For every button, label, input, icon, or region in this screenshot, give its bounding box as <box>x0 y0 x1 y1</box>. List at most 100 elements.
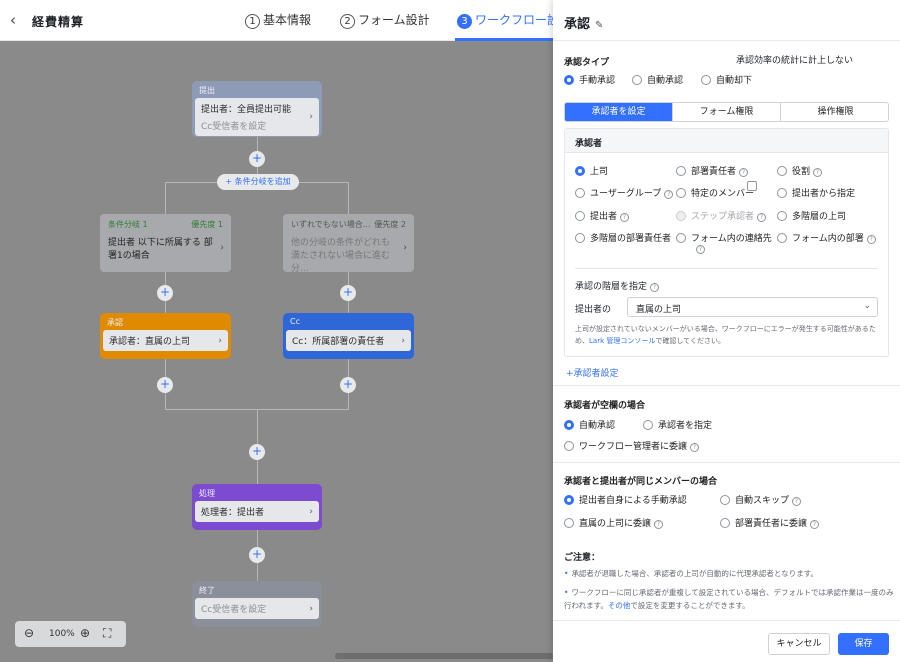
same-member-label: 承認者と提出者が同じメンバーの場合 <box>564 477 718 487</box>
tab-approver-settings[interactable]: 承認者を設定 <box>565 103 673 121</box>
chevron-right-icon: › <box>309 112 313 122</box>
radio-multi-level-manager[interactable]: 多階層の上司 <box>777 209 846 222</box>
condition-branch-2[interactable]: いずれでもない場合...優先度 2 他の分岐の条件がどれも満たされない場合に進む… <box>283 214 414 274</box>
help-icon: ? <box>866 235 876 244</box>
connector <box>348 359 349 409</box>
chevron-right-icon: › <box>309 506 313 517</box>
add-node-button[interactable]: + <box>249 151 265 167</box>
radio-submitter-specified[interactable]: 提出者から指定 <box>777 186 855 199</box>
add-node-button[interactable]: + <box>157 285 173 301</box>
process-node[interactable]: 処理 処理者：提出者› <box>192 484 322 530</box>
connector <box>257 409 258 485</box>
back-arrow-icon[interactable]: ‹ <box>10 11 16 29</box>
connector <box>165 409 349 410</box>
end-node[interactable]: 終了 Cc受信者を設定› <box>192 581 322 627</box>
help-icon: ? <box>810 520 820 529</box>
connector <box>257 530 258 582</box>
tab-form-permissions[interactable]: フォーム権限 <box>673 103 781 121</box>
approver-box: 承認者 上司 部署責任者? 役割? ユーザーグループ? 特定のメンバー 提出者か… <box>564 128 889 357</box>
notice-item: ワークフローに同じ承認者が重複して設定されている場合、デフォルトでは承認作業は一… <box>564 586 894 612</box>
zoom-controls: ⊖ 100% ⊕ ⛶ <box>15 621 126 647</box>
add-node-button[interactable]: + <box>249 444 265 460</box>
radio-role[interactable]: 役割? <box>777 164 823 177</box>
radio-empty-delegate-admin[interactable]: ワークフロー管理者に委譲? <box>564 439 700 452</box>
radio-same-manual[interactable]: 提出者自身による手動承認 <box>564 493 687 506</box>
connector <box>348 272 349 314</box>
add-node-button[interactable]: + <box>249 547 265 563</box>
approver-label: 承認者 <box>565 129 888 153</box>
add-node-button[interactable]: + <box>157 377 173 393</box>
add-condition-button[interactable]: + 条件分岐を追加 <box>217 174 299 190</box>
approval-node[interactable]: 承認 承認者：直属の上司› <box>100 313 231 359</box>
radio-same-delegate-manager[interactable]: 直属の上司に委譲? <box>564 516 664 529</box>
save-button[interactable]: 保存 <box>838 633 889 655</box>
help-icon: ? <box>792 497 802 506</box>
radio-specific-member[interactable]: 特定のメンバー <box>676 186 754 199</box>
app-title: 経費精算 <box>32 15 85 29</box>
help-icon: ? <box>690 443 700 452</box>
divider <box>575 268 878 269</box>
zoom-level: 100% <box>49 629 75 639</box>
cancel-button[interactable]: キャンセル <box>768 633 830 655</box>
zoom-out-icon[interactable]: ⊖ <box>24 626 35 640</box>
radio-empty-specify-approver[interactable]: 承認者を指定 <box>643 418 712 431</box>
approval-settings-panel: 承認✎ 承認タイプ 承認効率の統計に計上しない 手動承認 自動承認 自動却下 承… <box>553 0 900 662</box>
add-approver-link[interactable]: +承認者設定 <box>566 369 619 379</box>
add-node-button[interactable]: + <box>340 285 356 301</box>
help-icon: ? <box>813 168 823 177</box>
connector <box>165 182 349 183</box>
chevron-right-icon: › <box>403 243 407 253</box>
radio-manual-approval[interactable]: 手動承認 <box>564 73 615 86</box>
radio-same-delegate-dept-head[interactable]: 部署責任者に委譲? <box>720 516 820 529</box>
level-prefix: 提出者の <box>575 305 612 315</box>
add-node-button[interactable]: + <box>340 377 356 393</box>
radio-auto-reject[interactable]: 自動却下 <box>701 73 752 86</box>
radio-user-group[interactable]: ユーザーグループ? <box>575 186 674 199</box>
stat-exclude-checkbox[interactable]: 承認効率の統計に計上しない <box>736 53 853 191</box>
radio-submitter[interactable]: 提出者? <box>575 209 630 222</box>
node-header: 提出 <box>199 86 215 95</box>
fit-screen-icon[interactable]: ⛶ <box>103 626 112 640</box>
admin-console-link[interactable]: Lark 管理コンソール <box>589 337 656 345</box>
notice-item: 承認者が退職した場合、承認者の上司が自動的に代理承認者となります。 <box>564 567 894 580</box>
tab-operation-permissions[interactable]: 操作権限 <box>817 107 854 117</box>
level-label: 承認の階層を指定? <box>575 279 660 292</box>
other-settings-link[interactable]: その他 <box>607 601 631 610</box>
cc-node[interactable]: Cc Cc：所属部署の責任者› <box>283 313 414 359</box>
connector <box>348 182 349 214</box>
radio-multi-level-dept-head[interactable]: 多階層の部署責任者 <box>575 231 671 244</box>
notice-title: ご注意： <box>564 553 601 563</box>
radio-empty-auto-approve[interactable]: 自動承認 <box>564 418 615 431</box>
radio-manager[interactable]: 上司 <box>575 164 608 177</box>
connector <box>257 125 258 180</box>
help-icon: ? <box>757 213 767 222</box>
chevron-right-icon: › <box>309 603 313 614</box>
help-icon: ? <box>696 245 705 254</box>
chevron-right-icon: › <box>218 335 222 346</box>
edit-pencil-icon[interactable]: ✎ <box>595 20 604 31</box>
help-icon: ? <box>620 213 630 222</box>
radio-form-department[interactable]: フォーム内の部署? <box>777 231 876 244</box>
radio-department-head[interactable]: 部署責任者? <box>676 164 749 177</box>
chevron-right-icon: › <box>401 335 405 346</box>
radio-same-auto-skip[interactable]: 自動スキップ? <box>720 493 802 506</box>
level-select[interactable]: 直属の上司⌄ <box>627 297 878 317</box>
radio-form-contact[interactable]: フォーム内の連絡先 <box>676 231 772 244</box>
help-icon: ? <box>654 520 664 529</box>
help-icon: ? <box>664 190 674 199</box>
radio-auto-approval[interactable]: 自動承認 <box>632 73 683 86</box>
connector <box>165 272 166 314</box>
empty-approver-label: 承認者が空欄の場合 <box>564 401 646 411</box>
zoom-in-icon[interactable]: ⊕ <box>80 626 91 640</box>
help-icon: ? <box>650 283 660 292</box>
panel-title: 承認✎ <box>564 17 604 32</box>
radio-step-approver: ステップ承認者? <box>676 209 767 222</box>
horizontal-scrollbar[interactable] <box>335 653 553 659</box>
